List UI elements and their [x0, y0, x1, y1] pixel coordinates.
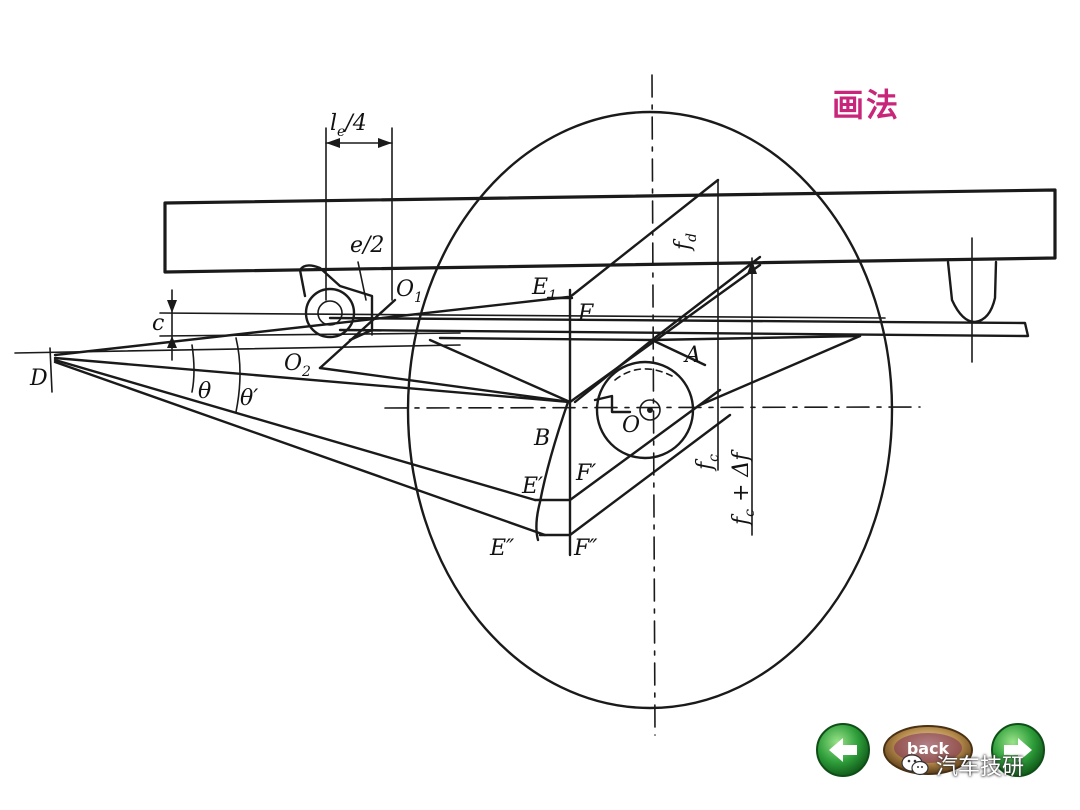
- left-arrow-icon[interactable]: [815, 722, 871, 778]
- svg-text:fc + Δf: fc + Δf: [729, 449, 758, 527]
- o2-spring-lower: [428, 338, 572, 404]
- le4-arrow-right: [378, 138, 392, 148]
- a-line: [650, 338, 707, 367]
- label-b: B: [533, 426, 550, 451]
- label-e1: E1: [531, 275, 557, 304]
- frame-rail: [163, 188, 1057, 274]
- label-f: F: [577, 301, 594, 326]
- front-hanger: [298, 264, 374, 342]
- reference-line-2: [159, 332, 461, 337]
- axle-center-dot: [647, 407, 653, 413]
- label-o1: O1: [396, 277, 423, 306]
- label-e-prime: E′: [521, 474, 543, 499]
- label-o2: O2: [284, 351, 311, 380]
- watermark: 汽车技研: [900, 748, 1024, 782]
- axle-bracket: [593, 394, 632, 414]
- watermark-text: 汽车技研: [936, 755, 1025, 780]
- right-arrow-icon[interactable]: [990, 722, 1046, 778]
- label-o: O: [622, 413, 640, 438]
- diag-line-2: [650, 255, 762, 342]
- fc-df-arrow-top: [747, 260, 757, 274]
- leaf-lower-left: [438, 336, 654, 342]
- theta-prime-arc: [235, 337, 241, 413]
- label-theta: θ: [198, 379, 211, 404]
- wheel-circle: [406, 110, 894, 710]
- ray-d-lowest: [53, 360, 547, 537]
- horizontal-axis: [384, 406, 921, 409]
- axle-center-outer: [639, 399, 661, 421]
- leaf-lower-right: [650, 334, 862, 342]
- front-eye-inner: [317, 300, 343, 326]
- label-f-dprime: F″: [573, 536, 598, 561]
- label-a: A: [683, 343, 701, 368]
- vertical-axis: [651, 74, 656, 736]
- page-title: 画法: [832, 86, 901, 124]
- label-le4: le/4: [330, 111, 367, 140]
- label-e2: e/2: [350, 233, 384, 258]
- reference-line: [159, 312, 886, 319]
- label-d: D: [29, 366, 48, 391]
- e-construction-arc: [535, 400, 570, 542]
- ray-d-theta: [53, 356, 572, 404]
- label-e-dprime: E″: [489, 536, 515, 561]
- spring-right-to-axle: [698, 334, 862, 407]
- label-fd: fd: [671, 233, 700, 252]
- svg-text:fd: fd: [671, 233, 700, 252]
- theta-arc: [191, 344, 195, 393]
- label-c: c: [152, 311, 164, 336]
- label-f-prime: F′: [575, 461, 596, 486]
- diag-line-1: [568, 178, 720, 299]
- diag-line-f-prime: [568, 388, 722, 502]
- diag-line-3: [568, 263, 762, 404]
- front-eye-outer: [304, 287, 356, 339]
- label-theta-prime: θ′: [240, 386, 258, 411]
- svg-text:fc: fc: [693, 454, 722, 472]
- e2-leader: [357, 261, 367, 301]
- o2-to-b-line: [318, 366, 572, 404]
- label-fc-plus-df: fc + Δf: [729, 449, 758, 527]
- c-arrow-top: [167, 300, 177, 313]
- label-fc: fc: [693, 454, 722, 472]
- ray-d-to-o1: [53, 295, 570, 357]
- ray-d-theta-prime: [53, 358, 537, 502]
- back-label: back: [907, 739, 950, 758]
- axle-dashed-arc: [614, 368, 673, 381]
- le4-arrow-left: [326, 138, 340, 148]
- wechat-icon: [901, 754, 929, 776]
- d-vertical-tick: [49, 347, 53, 393]
- diag-line-f-dprime: [568, 413, 732, 537]
- o2-to-o1-line: [318, 298, 397, 370]
- c-arrow-bottom: [167, 336, 177, 348]
